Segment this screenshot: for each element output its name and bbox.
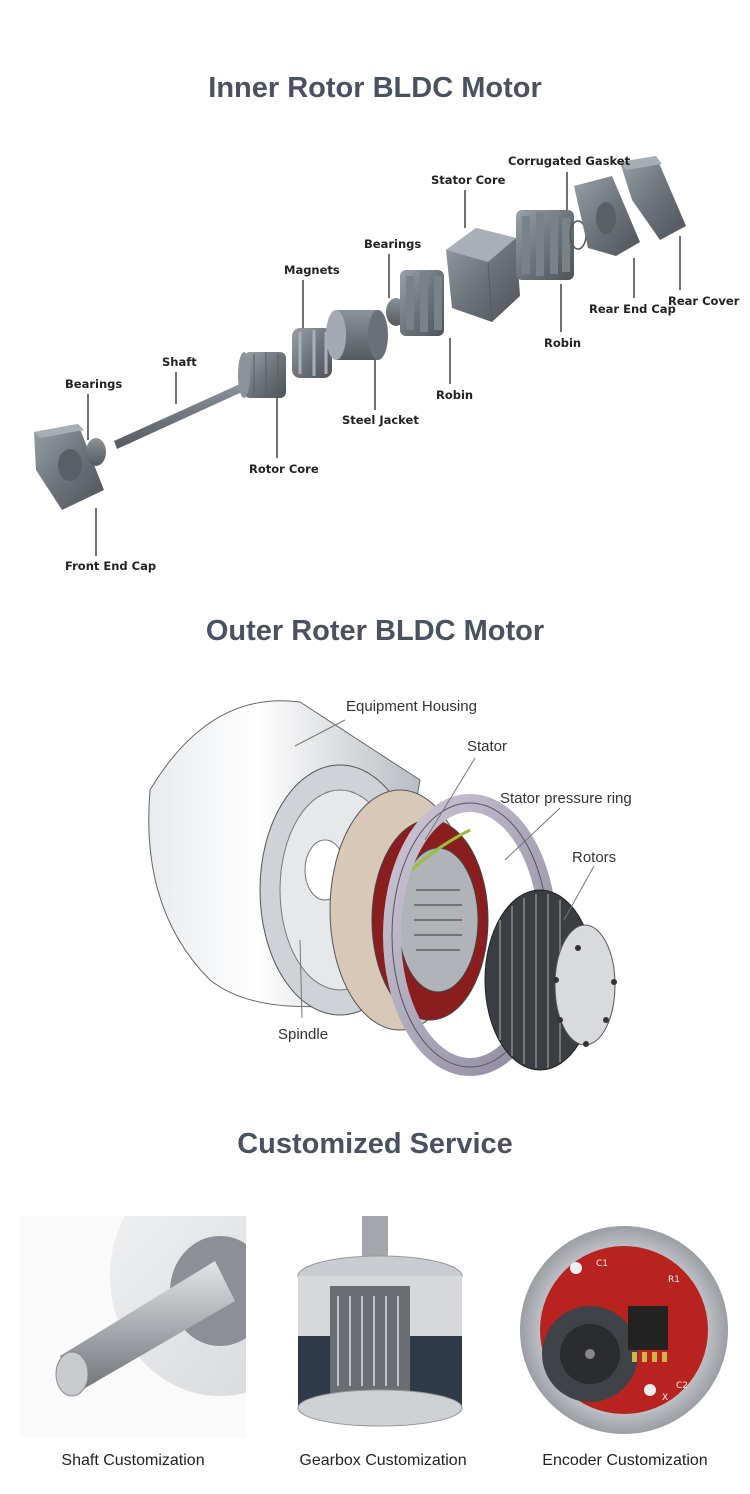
label-bearings-top: Bearings — [364, 237, 422, 251]
front-end-cap-part — [34, 424, 104, 510]
outer-rotor-title: Outer Roter BLDC Motor — [205, 615, 545, 647]
shaft-customization-photo — [20, 1216, 246, 1438]
rotors-part — [484, 889, 617, 1071]
gearbox-customization-photo — [280, 1216, 480, 1438]
rear-cover-part — [620, 156, 686, 240]
inner-rotor-title: Inner Rotor BLDC Motor — [208, 72, 542, 104]
robin-mid-part — [400, 270, 444, 336]
label-magnets: Magnets — [284, 263, 340, 277]
label-rear-end-cap: Rear End Cap — [589, 302, 676, 316]
pcb-mark-c2: C2 — [676, 1381, 688, 1391]
label-stator: Stator — [467, 738, 508, 755]
label-rotors: Rotors — [572, 849, 617, 866]
robin-right-part — [516, 210, 574, 280]
label-steel-jacket: Steel Jacket — [342, 413, 419, 427]
caption-encoder-customization: Encoder Customization — [542, 1452, 708, 1469]
front-bearing-part — [86, 438, 106, 466]
rear-end-cap-part — [574, 176, 640, 256]
pcb-mark-c1: C1 — [596, 1259, 608, 1269]
caption-shaft-customization: Shaft Customization — [61, 1452, 205, 1469]
encoder-customization-photo: R1 C1 C2 X — [508, 1212, 734, 1440]
label-stator-core: Stator Core — [431, 173, 506, 187]
stator-core-part — [446, 228, 520, 323]
label-rotor-core: Rotor Core — [249, 462, 319, 476]
steel-jacket-part — [326, 310, 388, 360]
label-robin-right: Robin — [544, 336, 582, 350]
label-bearings-left: Bearings — [65, 377, 123, 391]
pcb-mark-x: X — [662, 1393, 668, 1403]
label-shaft: Shaft — [162, 355, 197, 369]
label-spindle: Spindle — [278, 1026, 329, 1043]
customized-service-title: Customized Service — [237, 1128, 513, 1160]
label-corrugated-gasket: Corrugated Gasket — [508, 154, 631, 168]
rotor-core-part — [238, 352, 286, 398]
caption-gearbox-customization: Gearbox Customization — [299, 1452, 467, 1469]
label-front-end-cap: Front End Cap — [65, 559, 157, 573]
shaft-part — [114, 384, 242, 449]
pcb-mark-r1: R1 — [668, 1275, 680, 1285]
magnets-part — [292, 328, 332, 378]
inner-rotor-exploded-diagram — [34, 156, 686, 556]
label-robin-mid: Robin — [436, 388, 474, 402]
label-equipment-housing: Equipment Housing — [346, 698, 477, 715]
label-stator-pressure-ring: Stator pressure ring — [500, 790, 632, 807]
label-rear-cover: Rear Cover — [668, 294, 740, 308]
outer-rotor-exploded-diagram — [148, 700, 617, 1076]
